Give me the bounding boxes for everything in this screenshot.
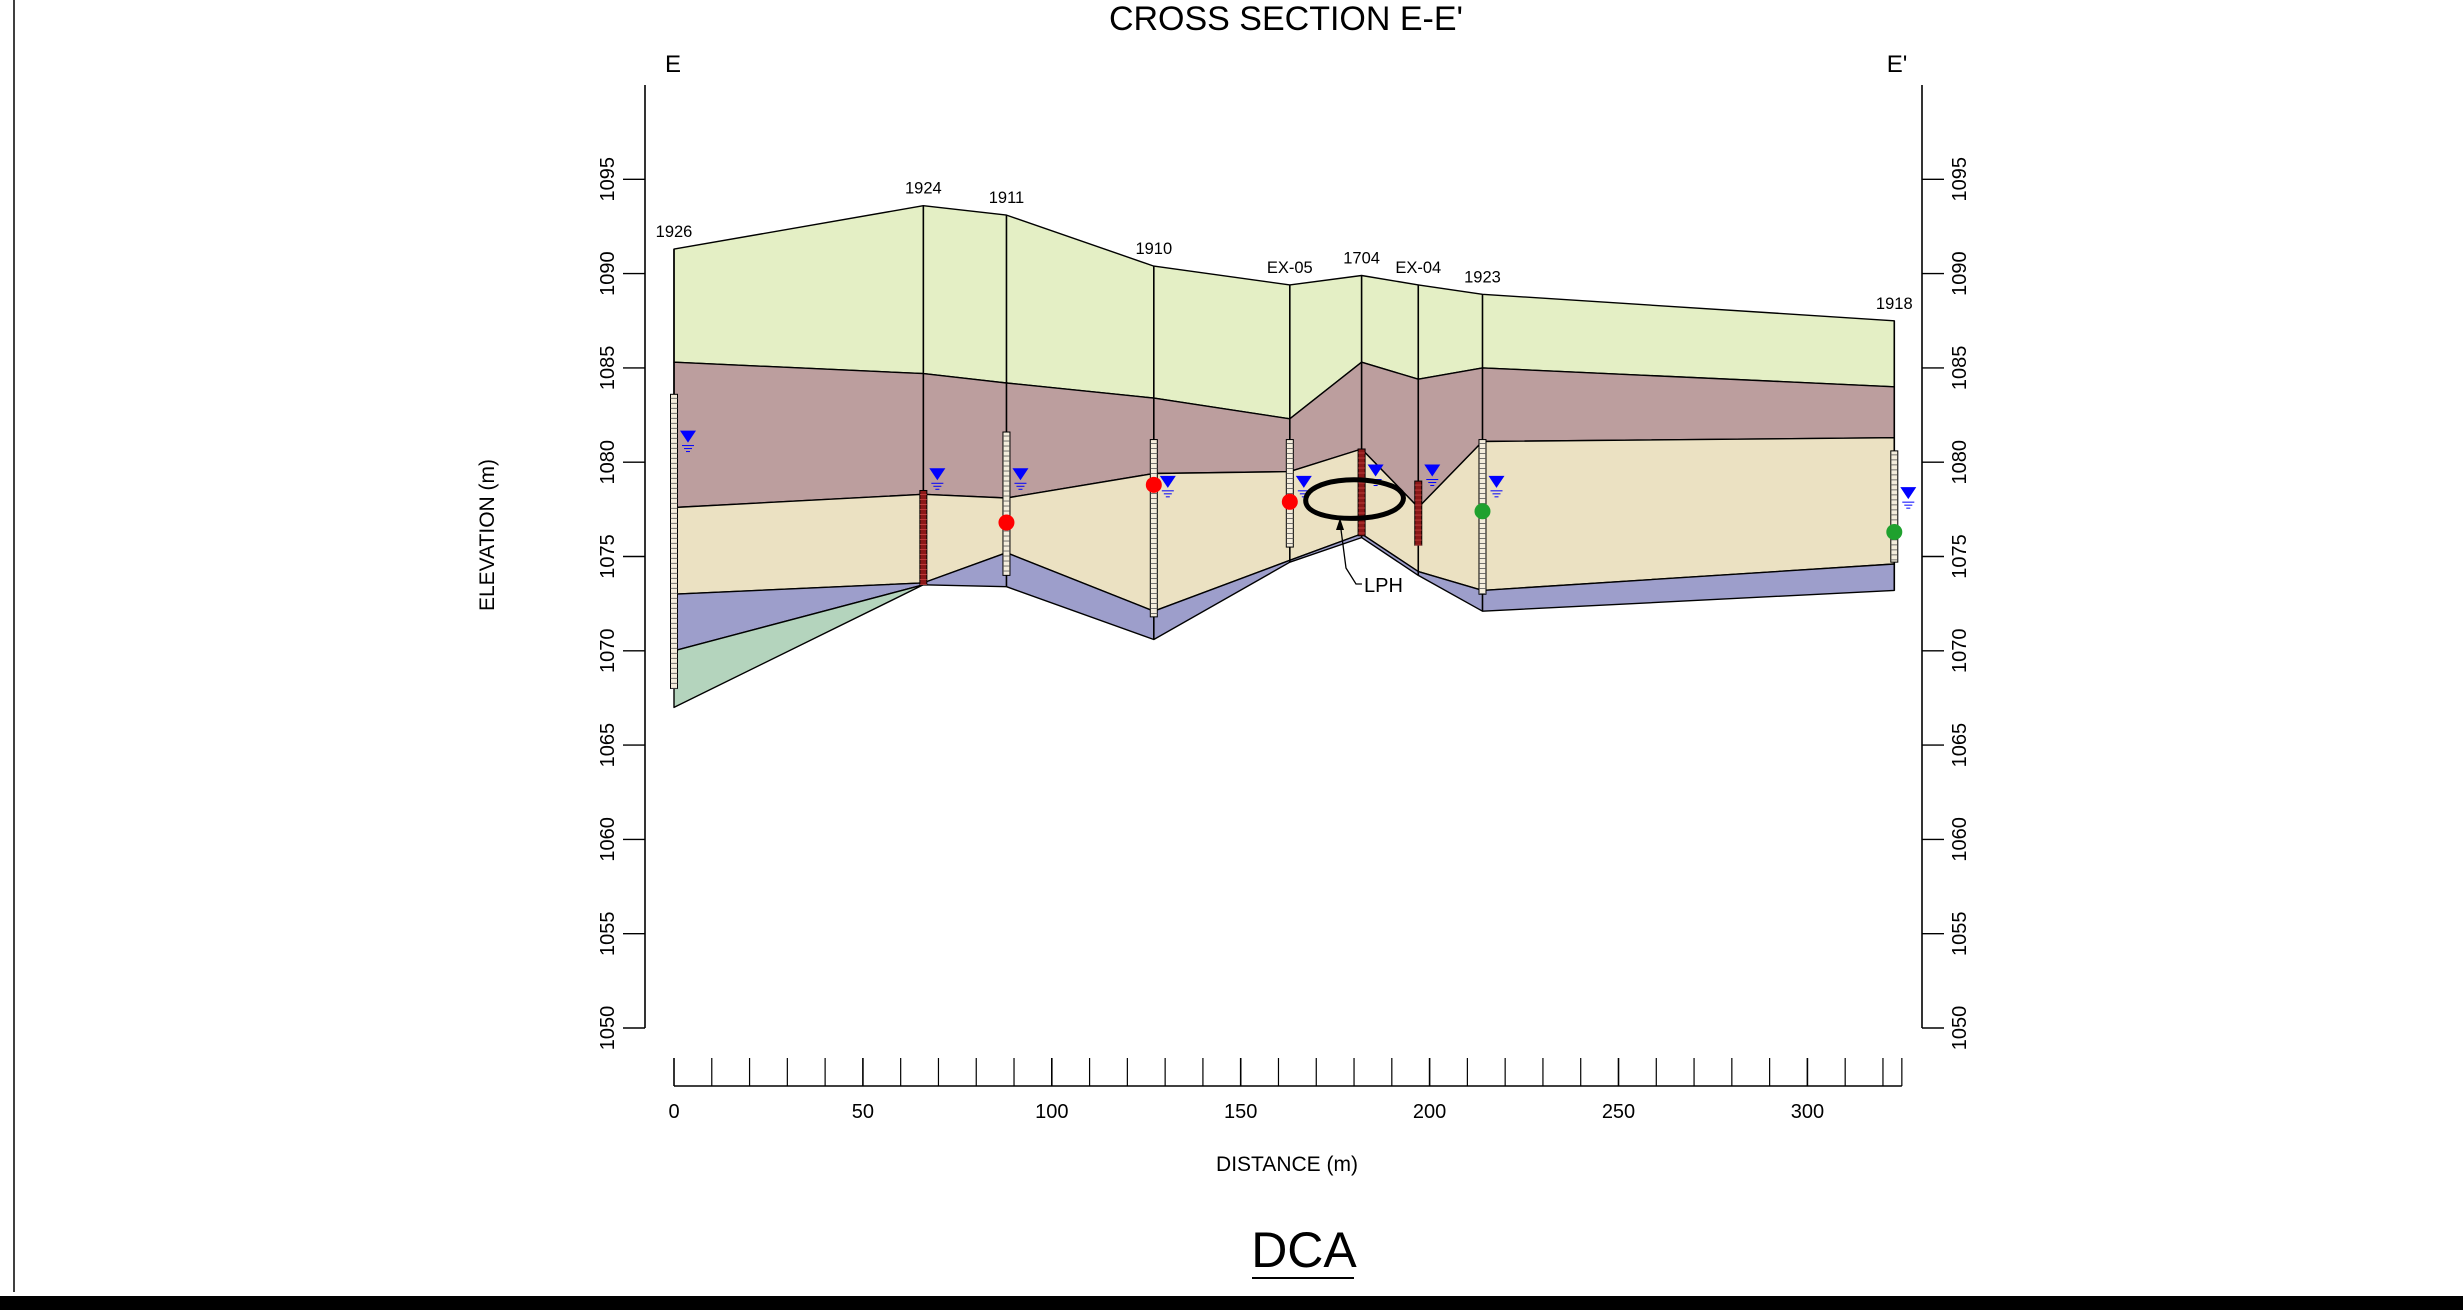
- y-tick-label: 1090: [1949, 251, 1971, 296]
- y-tick-label: 1080: [1949, 440, 1971, 485]
- y-tick-label: 1075: [597, 534, 619, 579]
- well-casing: [1357, 448, 1366, 537]
- lph-leader: [1339, 521, 1362, 585]
- y-tick-label: 1060: [597, 817, 619, 862]
- y-tick-label: 1070: [597, 629, 619, 674]
- page-bottom-bar: [0, 1296, 2463, 1310]
- x-axis-label: DISTANCE (m): [1216, 1153, 1358, 1176]
- x-tick-label: 200: [1413, 1101, 1446, 1123]
- page-title: CROSS SECTION E-E': [1109, 0, 1463, 38]
- well-label: 1923: [1464, 268, 1501, 286]
- y-axis-label: ELEVATION (m): [476, 459, 499, 611]
- section-end-label: E': [1887, 51, 1908, 78]
- well-label: 1911: [989, 189, 1024, 207]
- red-marker: [1145, 476, 1162, 493]
- water-level-icon: [1295, 475, 1312, 488]
- y-tick-label: 1050: [1949, 1006, 1971, 1051]
- well-label: 1924: [905, 180, 942, 198]
- well-label: EX-05: [1267, 259, 1313, 277]
- water-level-icon: [680, 430, 696, 443]
- footer-logo-text: DCA: [1251, 1222, 1357, 1278]
- y-tick-label: 1085: [597, 346, 619, 391]
- well-casing: [1414, 480, 1423, 546]
- water-level-icon: [1367, 464, 1384, 477]
- lph-annotation: LPH: [1303, 477, 1406, 597]
- x-tick-label: 300: [1791, 1101, 1824, 1123]
- x-tick-label: 50: [852, 1101, 874, 1123]
- red-marker: [1281, 493, 1298, 510]
- x-tick-label: 250: [1602, 1101, 1635, 1123]
- well-casing: [1002, 431, 1011, 576]
- y-tick-label: 1075: [1949, 534, 1971, 579]
- y-tick-label: 1055: [1949, 911, 1971, 956]
- well-label: 1918: [1876, 295, 1913, 313]
- water-level-icon: [1012, 468, 1029, 481]
- water-level-icon: [1424, 464, 1441, 477]
- green-marker: [1886, 523, 1903, 540]
- well-label: 1910: [1135, 240, 1172, 258]
- lph-label: LPH: [1364, 575, 1403, 597]
- well-label: 1704: [1343, 249, 1380, 267]
- red-marker: [998, 514, 1015, 531]
- stratigraphic-layers: [673, 204, 1896, 709]
- x-tick-label: 100: [1035, 1101, 1068, 1123]
- water-level-icon: [1159, 475, 1176, 488]
- x-tick-label: 0: [668, 1101, 679, 1123]
- water-level-icon: [1900, 487, 1917, 500]
- y-tick-label: 1090: [597, 251, 619, 296]
- section-start-label: E: [665, 51, 681, 78]
- x-tick-label: 150: [1224, 1101, 1257, 1123]
- y-tick-label: 1055: [597, 911, 619, 956]
- y-tick-label: 1070: [1949, 629, 1971, 674]
- y-tick-label: 1095: [1949, 157, 1971, 202]
- y-tick-label: 1085: [1949, 346, 1971, 391]
- well-label: EX-04: [1395, 259, 1441, 277]
- lph-leader-arrow: [1336, 518, 1344, 530]
- y-tick-label: 1060: [1949, 817, 1971, 862]
- green-marker: [1474, 503, 1491, 520]
- y-tick-label: 1095: [597, 157, 619, 202]
- axes: 1050 1050 1055 1055 1060 1060 1065 1065 1070 1070…: [597, 85, 1971, 1123]
- well-casing: [1890, 450, 1899, 563]
- water-level-icon: [929, 468, 946, 481]
- water-level-icon: [1488, 475, 1505, 488]
- lph-outline: [1303, 477, 1406, 521]
- y-tick-label: 1050: [597, 1006, 619, 1051]
- y-tick-label: 1065: [597, 723, 619, 768]
- y-tick-label: 1080: [597, 440, 619, 485]
- y-tick-label: 1065: [1949, 723, 1971, 768]
- well-label: 1926: [656, 223, 693, 241]
